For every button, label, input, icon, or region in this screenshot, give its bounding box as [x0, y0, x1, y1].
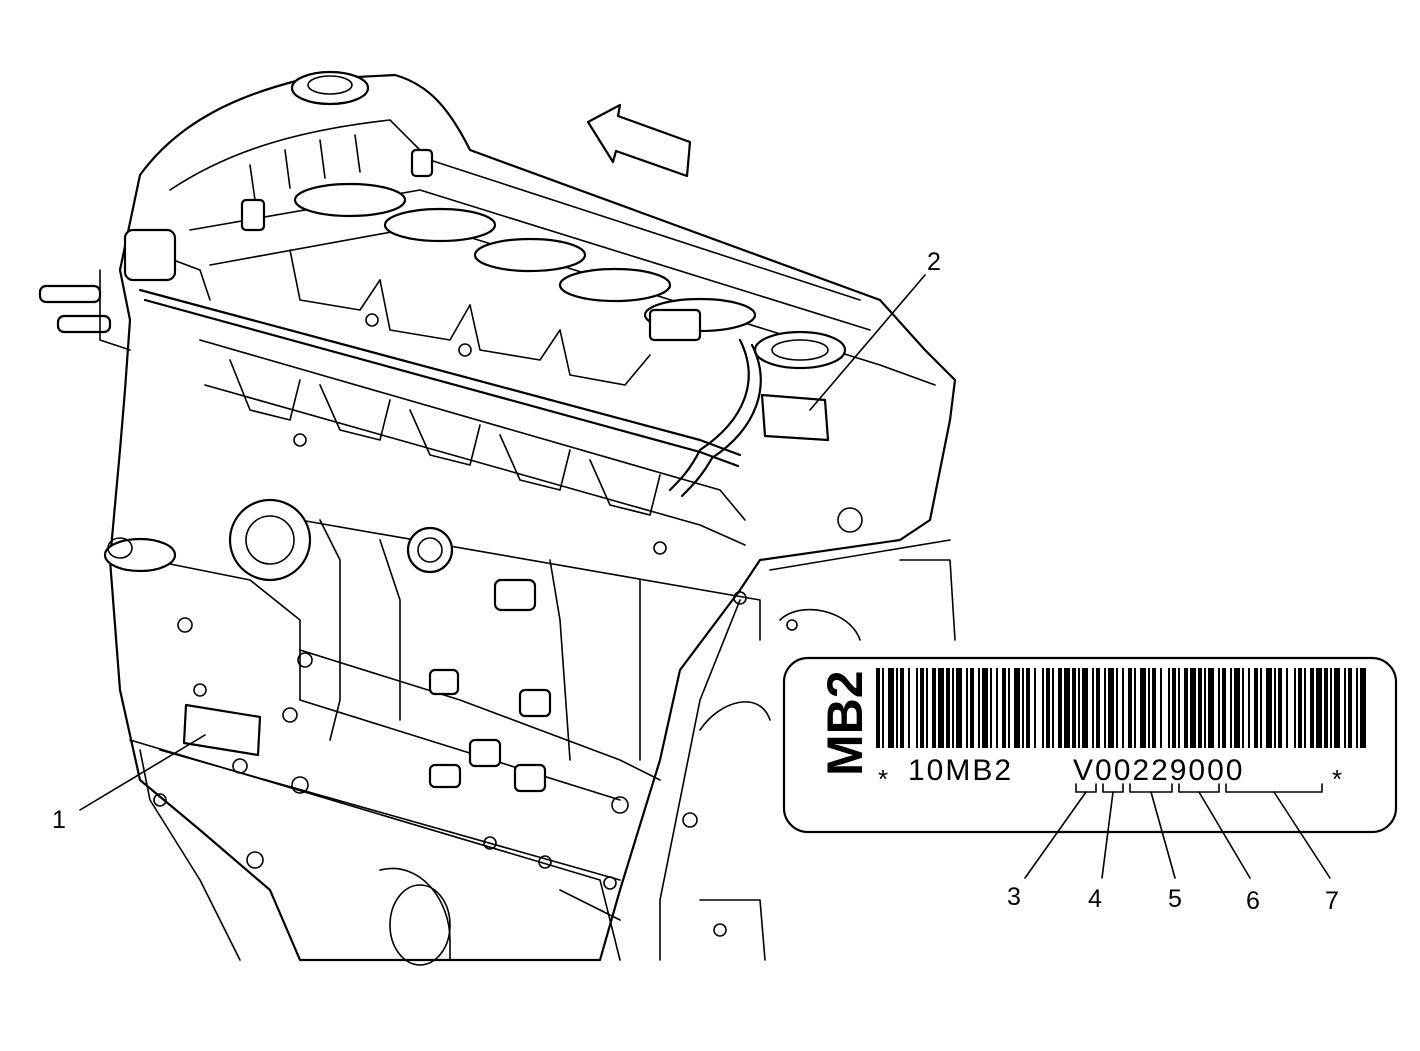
- callout-5: 5: [1168, 885, 1182, 913]
- label-code-prefix: 10MB2: [908, 754, 1013, 787]
- label-code-serial: V00229000: [1073, 754, 1245, 787]
- callout-6: 6: [1246, 887, 1260, 915]
- callout-4: 4: [1088, 885, 1102, 913]
- engine-illustration: [38, 70, 957, 966]
- callout-7: 7: [1325, 887, 1339, 915]
- barcode-icon: [876, 668, 1366, 748]
- engine-id-label: MB2 * 10MB2 V00229000 *: [782, 656, 1398, 879]
- label-star-right: *: [1332, 764, 1342, 794]
- label-title: MB2: [817, 670, 873, 776]
- front-direction-arrow-icon: [586, 103, 692, 178]
- callout-3: 3: [1007, 883, 1021, 911]
- callout-2: 2: [927, 248, 941, 276]
- label-star-left: *: [878, 764, 888, 794]
- leader-lines: [79, 274, 926, 811]
- callout-1: 1: [52, 806, 66, 834]
